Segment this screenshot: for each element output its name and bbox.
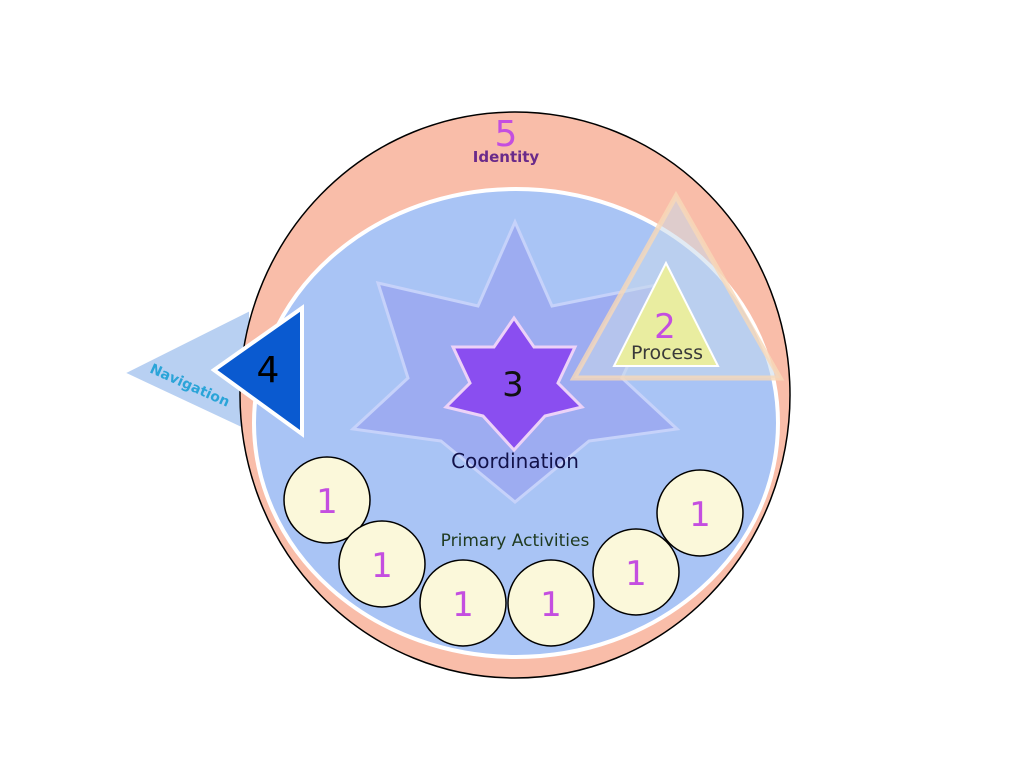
primary-activity-unit-5 bbox=[592, 528, 680, 616]
primary-activity-number-5: 1 bbox=[625, 554, 647, 594]
primary-activity-unit-2 bbox=[338, 520, 426, 608]
identity-number: 5 bbox=[495, 114, 518, 155]
navigation-triangle bbox=[210, 304, 304, 438]
primary-activity-number-6: 1 bbox=[689, 495, 711, 535]
primary-activity-unit-4 bbox=[507, 559, 595, 647]
primary-activity-unit-1 bbox=[283, 456, 371, 544]
primary-activity-unit-6 bbox=[656, 469, 744, 557]
process-triangle bbox=[612, 260, 720, 367]
primary-activity-number-2: 1 bbox=[371, 546, 393, 586]
navigation-number: 4 bbox=[257, 350, 280, 391]
process-label: Process bbox=[631, 342, 703, 364]
primary-activities-group bbox=[283, 456, 744, 647]
primary-activities-label: Primary Activities bbox=[441, 531, 590, 551]
primary-activity-number-4: 1 bbox=[540, 585, 562, 625]
coordination-inner-star bbox=[443, 315, 585, 453]
coordination-number: 3 bbox=[502, 365, 524, 405]
identity-label: Identity bbox=[473, 148, 540, 166]
primary-activity-unit-3 bbox=[419, 559, 507, 647]
primary-activity-number-1: 1 bbox=[316, 482, 338, 522]
coordination-label: Coordination bbox=[451, 449, 579, 473]
process-number: 2 bbox=[654, 307, 676, 347]
primary-activity-number-3: 1 bbox=[452, 585, 474, 625]
